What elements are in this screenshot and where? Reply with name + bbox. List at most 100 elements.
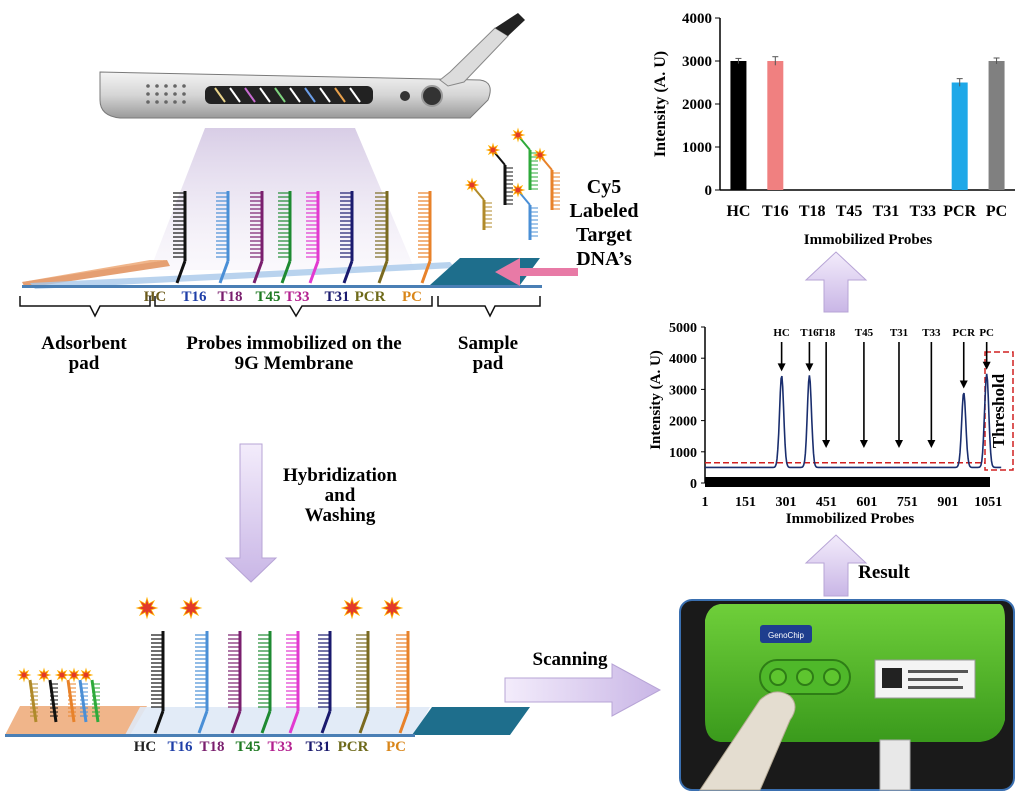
- bar-x-tick-label: HC: [726, 203, 750, 220]
- washed-target: [16, 667, 38, 723]
- top-probe-label: T33: [284, 289, 309, 305]
- membrane-bottom: [125, 707, 430, 735]
- scanner-brand: GenoChip: [768, 631, 805, 640]
- line-y-tick-label: 5000: [669, 321, 697, 336]
- top-probe-label: T45: [255, 289, 280, 305]
- cy5-star-icon: [510, 182, 526, 198]
- chart-arrow: [804, 251, 868, 313]
- bar: [951, 82, 968, 190]
- window-line: [304, 87, 316, 103]
- window-line: [259, 87, 271, 103]
- strip-dot: [146, 92, 150, 96]
- bottom-probe-label: PC: [386, 739, 406, 755]
- line-x-label: Immobilized Probes: [786, 511, 915, 527]
- probe: [258, 631, 272, 734]
- strip-dot: [173, 100, 177, 104]
- bar: [730, 61, 747, 190]
- strip-dot: [182, 92, 186, 96]
- pipette: [439, 13, 525, 87]
- cy5-star-icon: [380, 596, 404, 620]
- scanner-hand: [699, 691, 796, 791]
- bar-x-tick-label: T31: [873, 203, 900, 220]
- bottom-probe-label: T45: [235, 739, 260, 755]
- probe: [306, 191, 320, 284]
- probe: [195, 631, 209, 734]
- sample-brace: [437, 296, 541, 318]
- threshold-label: Threshold: [989, 373, 1008, 448]
- bar-x-tick-label: T16: [762, 203, 789, 220]
- probe: [396, 631, 410, 734]
- peak-label: T33: [922, 327, 941, 339]
- bar-x-tick-label: PCR: [943, 203, 976, 220]
- washed-targets: [16, 667, 100, 723]
- window-line: [229, 87, 241, 103]
- scanner-photo: GenoChip: [679, 599, 1015, 791]
- target-dna: [510, 127, 538, 190]
- washed-target: [78, 667, 100, 723]
- bar-x-tick-label: T33: [909, 203, 936, 220]
- bottom-probe-label: T18: [199, 739, 224, 755]
- cy5-star-icon: [510, 127, 526, 143]
- strip-window-lines: [214, 87, 361, 103]
- scanning-arrow: [504, 663, 662, 717]
- line-x-axis-bar: [705, 477, 990, 487]
- probe: [356, 631, 370, 734]
- strip-dots: [146, 84, 186, 104]
- lateral-flow-device: [99, 13, 525, 270]
- probe: [250, 191, 264, 284]
- bar-x-tick-label: T18: [799, 203, 826, 220]
- strip-dot: [146, 84, 150, 88]
- bar-x-tick-label: PC: [986, 203, 1007, 220]
- sample-pad-bottom: [412, 707, 530, 735]
- line-x-tick-label: 151: [735, 495, 756, 510]
- washed-target: [36, 667, 58, 723]
- result-label: Result: [858, 562, 910, 583]
- target-dna: [485, 142, 513, 205]
- strip-dot: [173, 84, 177, 88]
- scanner-strip-slot: [879, 739, 911, 791]
- cy5-star-icon: [340, 596, 364, 620]
- probe: [318, 631, 332, 734]
- line-y-label: Intensity (A. U): [648, 350, 664, 450]
- bottom-probe-label: T16: [167, 739, 193, 755]
- line-x-tick-label: 1051: [974, 495, 1002, 510]
- peak-label: T31: [890, 327, 908, 339]
- line-x-tick-label: 451: [816, 495, 837, 510]
- bottom-probe-label: HC: [134, 739, 157, 755]
- strip-well-small: [400, 91, 410, 101]
- strip-dot: [146, 100, 150, 104]
- bar-y-tick-label: 3000: [682, 54, 712, 70]
- bar-y-tick-label: 4000: [682, 11, 712, 27]
- probe: [286, 631, 300, 734]
- line-x-tick-label: 751: [897, 495, 918, 510]
- window-line: [349, 87, 361, 103]
- line-y-tick-label: 2000: [669, 415, 697, 430]
- bar-x-tick-label: T45: [836, 203, 863, 220]
- probe: [216, 191, 230, 284]
- window-line: [319, 87, 331, 103]
- probe: [173, 191, 187, 284]
- adsorbent-pad-bottom: [5, 706, 147, 735]
- washed-target: [66, 667, 88, 723]
- cy5-star-icon: [16, 667, 32, 683]
- line-y-tick-label: 4000: [669, 352, 697, 367]
- probe: [228, 631, 242, 734]
- strip-dot: [164, 92, 168, 96]
- cy5-star-icon: [464, 177, 480, 193]
- peak-label: T45: [855, 327, 874, 339]
- line-x-tick-label: 601: [856, 495, 877, 510]
- cy5-star-icon: [66, 667, 82, 683]
- result-arrow: [804, 534, 868, 597]
- cy5-star-icon: [532, 147, 548, 163]
- cy5-star-icon: [135, 596, 159, 620]
- probe: [340, 191, 354, 284]
